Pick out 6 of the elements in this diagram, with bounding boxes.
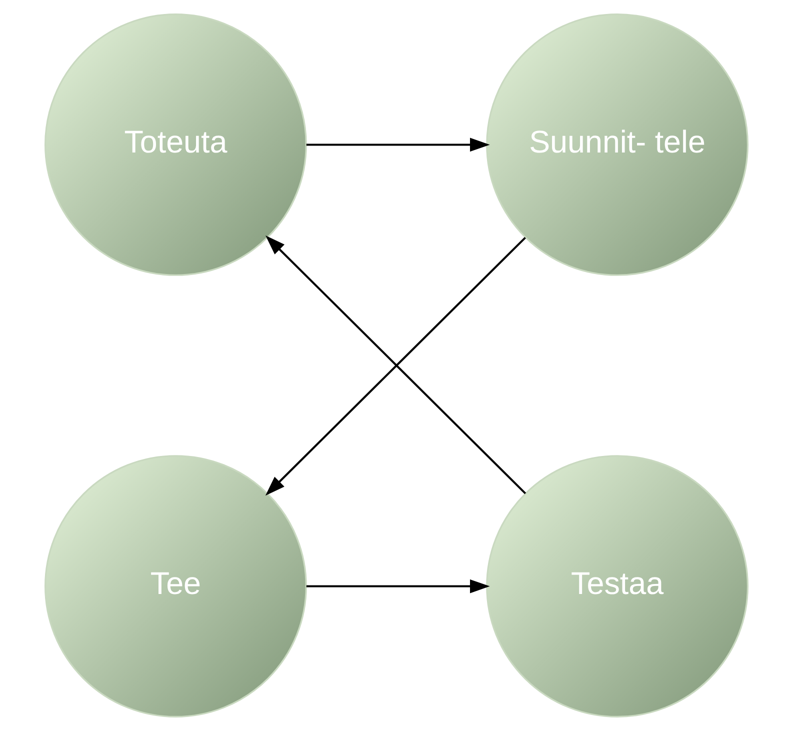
arrow	[306, 579, 490, 594]
node-circle: Suunnit- tele	[486, 14, 748, 276]
arrow	[306, 138, 490, 152]
node-circle: Toteuta	[44, 14, 306, 276]
node-circle: Tee	[44, 455, 306, 718]
node-circle: Testaa	[486, 455, 748, 718]
